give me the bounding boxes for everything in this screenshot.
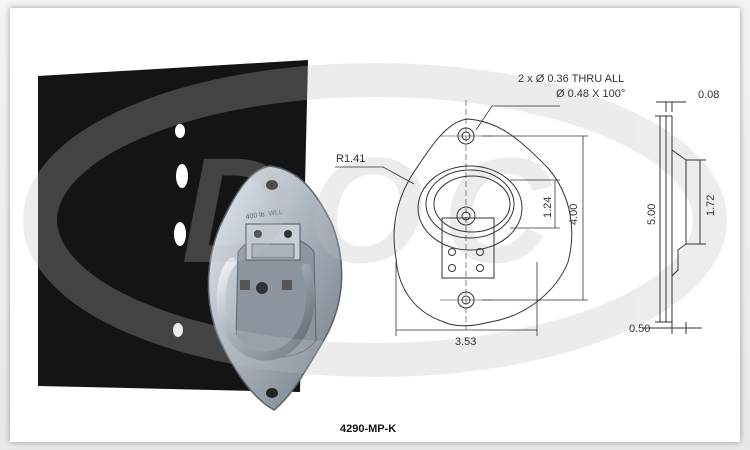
- thickness-dimension: 0.08: [698, 89, 719, 101]
- plate-hole-bottom: [266, 388, 278, 398]
- side-depth-dimension: 1.72: [705, 195, 717, 216]
- part-number-caption: 4290-MP-K: [340, 423, 397, 435]
- panel-holes: [173, 124, 188, 337]
- watermark-text: DOC: [181, 126, 568, 294]
- side-offset-dimension: 0.50: [629, 323, 650, 335]
- technical-drawing-front: [393, 100, 573, 330]
- hole-callout-thru: 2 x Ø 0.36 THRU ALL: [518, 73, 624, 85]
- width-dimension: 3.53: [455, 336, 476, 348]
- tie-down-plate-photo: 400 lb. WLL: [207, 165, 343, 411]
- ring-height-dimension: 1.24: [542, 197, 554, 218]
- side-height-dimension: 5.00: [646, 204, 658, 225]
- watermark: DOC: [23, 63, 727, 377]
- technical-drawing-side: [642, 101, 706, 334]
- hole-callout-countersink: Ø 0.48 X 100°: [556, 88, 625, 100]
- dimension-lines: [335, 105, 588, 336]
- plate-hole-top: [266, 180, 278, 190]
- hole-spacing-dimension: 4.00: [568, 204, 580, 225]
- radius-label: R1.41: [336, 153, 365, 165]
